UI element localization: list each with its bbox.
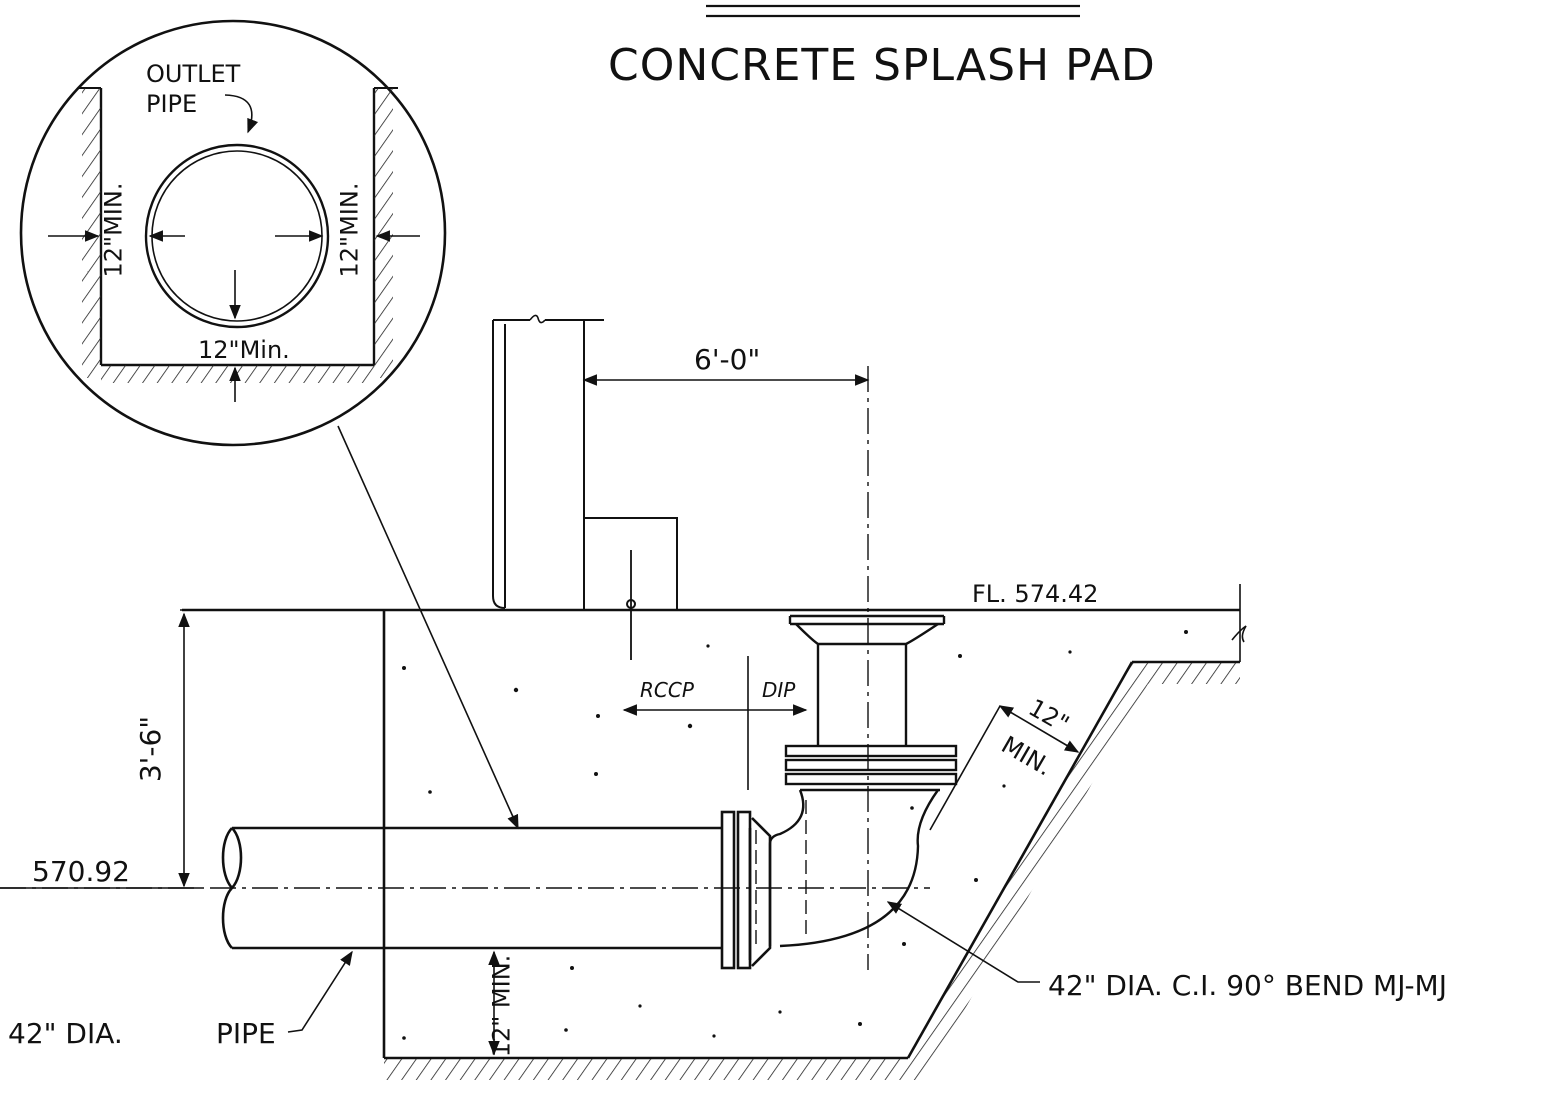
pipe-diameter-label: 42" DIA. [8,1017,123,1050]
riser-and-bend [768,614,958,948]
vertical-dimension: 3'-6" [134,715,168,783]
title-underline [706,4,1080,18]
bottom-min-label: 12" MIN. [487,954,516,1058]
detail-bottom-clearance: 12"Min. [198,336,290,364]
horizontal-dimension: 6'-0" [694,343,761,376]
centerlines [0,366,930,1000]
bend-callout: 42" DIA. C.I. 90° BEND MJ-MJ [1048,969,1447,1002]
invert-elevation: 570.92 [32,855,130,888]
headwall [492,314,678,660]
detail-left-clearance: 12"MIN. [99,182,128,278]
concrete-texture [402,630,1188,1040]
detail-dimension-arrows [48,94,519,830]
drawing-title: CONCRETE SPLASH PAD [608,40,1156,91]
main-pipe [221,810,772,970]
flow-line-elevation: FL. 574.42 [972,580,1099,608]
rccp-label: RCCP [640,678,694,702]
pipe-label: PIPE [216,1017,276,1050]
dimension-lines [0,374,1080,1056]
outlet-pipe-label-line2: PIPE [146,90,198,118]
outlet-pipe-label-line1: OUTLET [146,60,241,88]
dip-label: DIP [762,678,796,702]
detail-right-clearance: 12"MIN. [335,182,364,278]
